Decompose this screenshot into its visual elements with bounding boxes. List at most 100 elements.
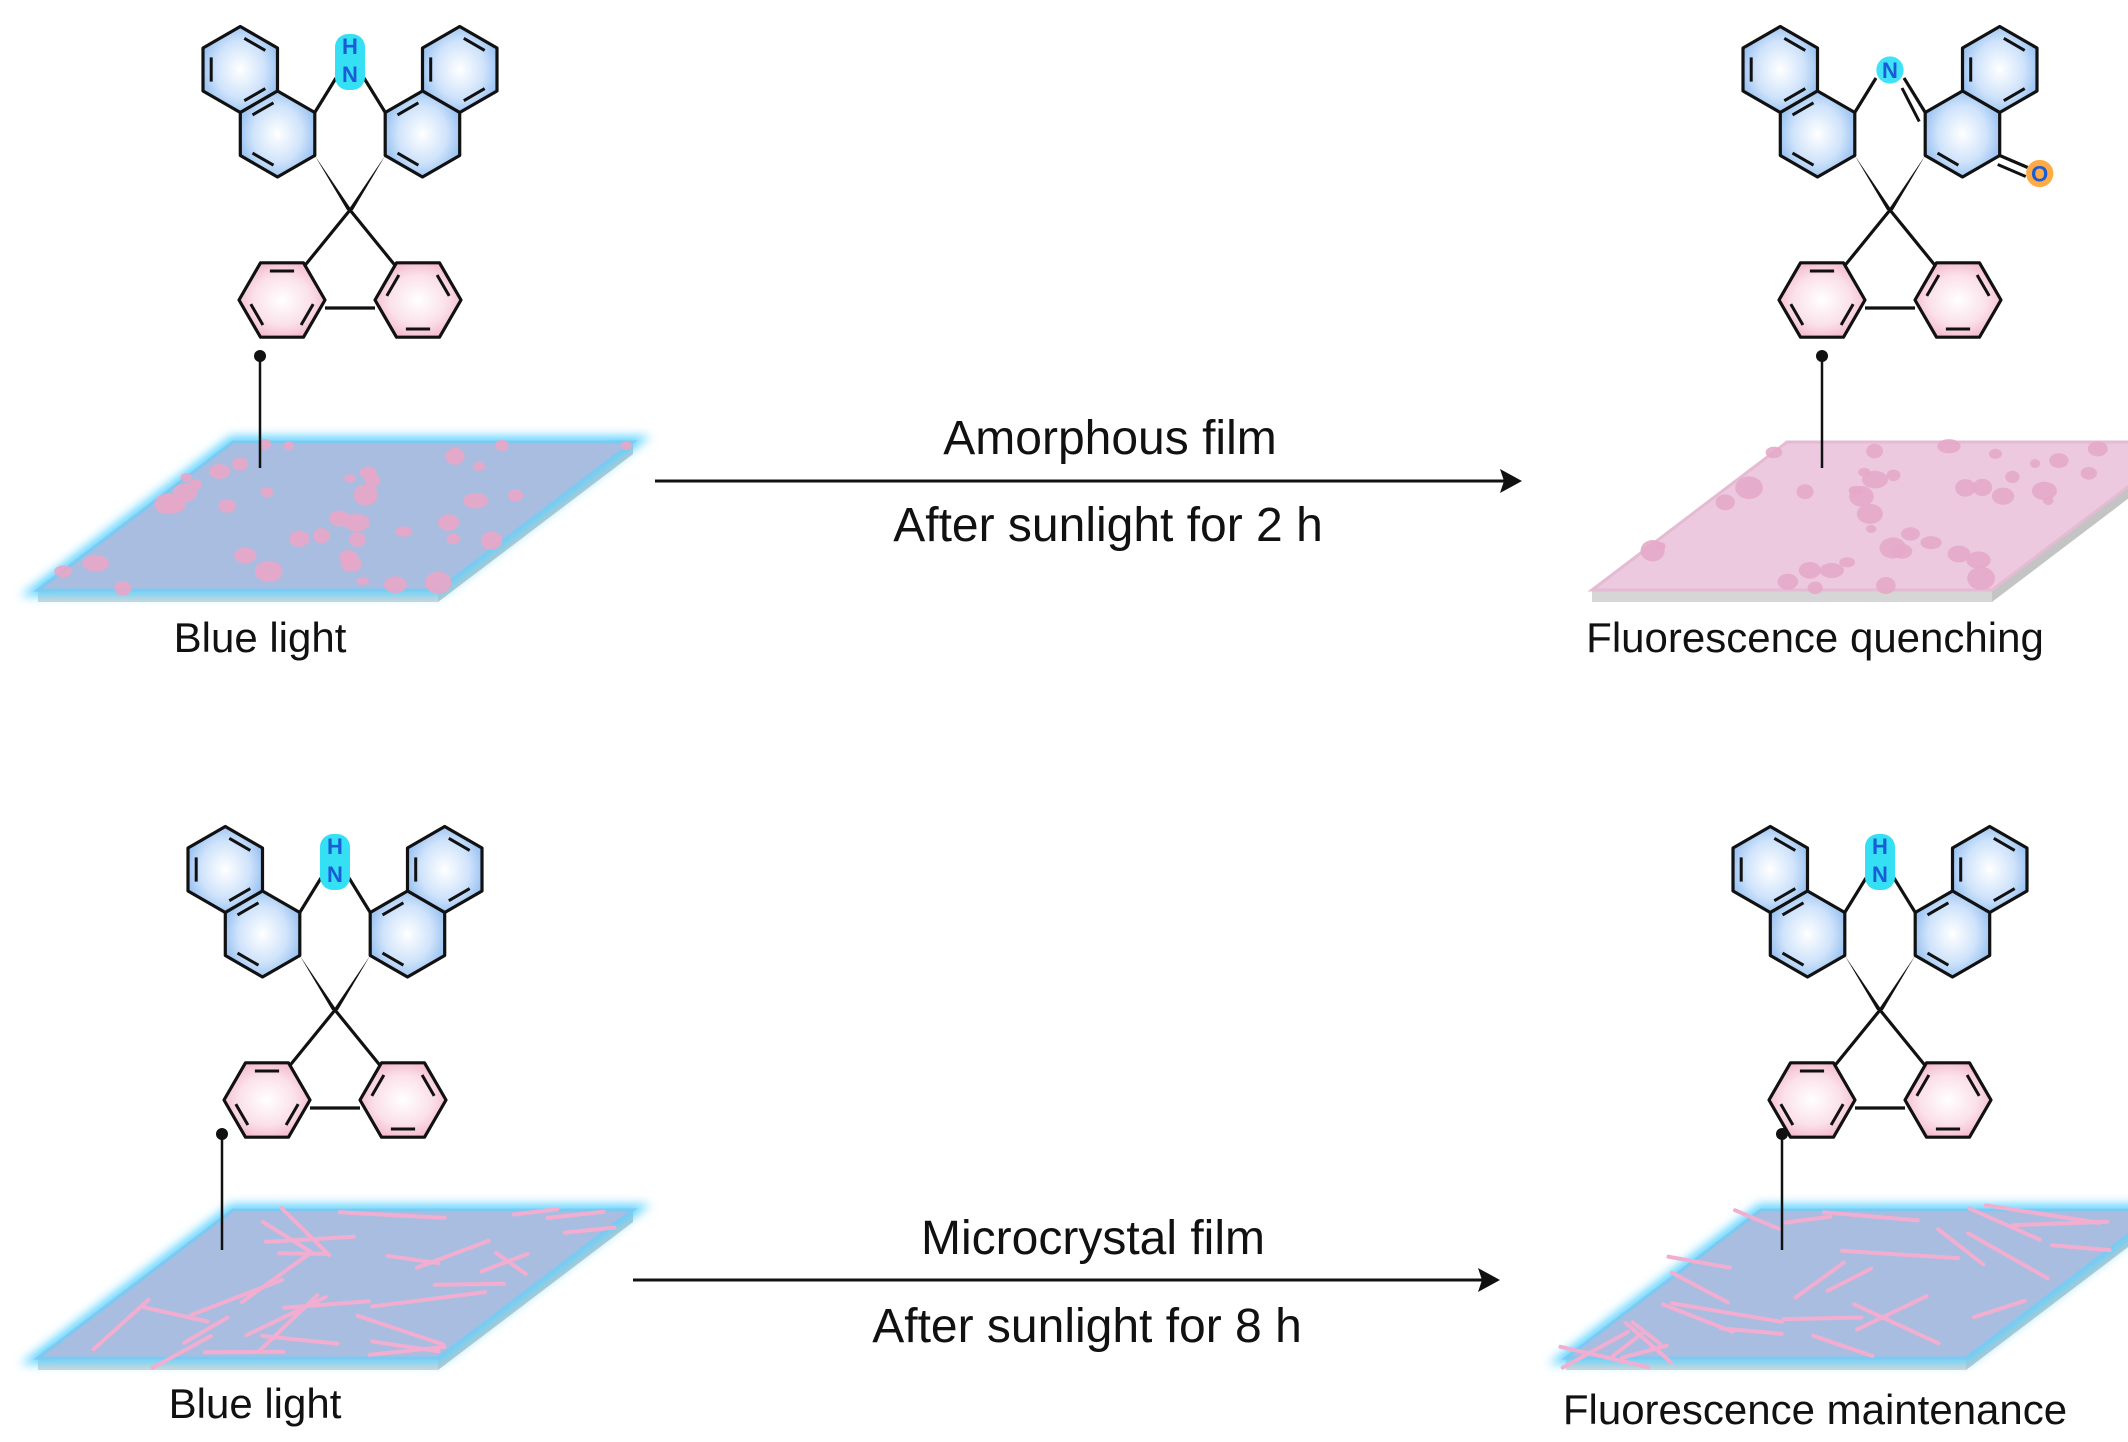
bond [1836, 1010, 1881, 1065]
particle [1967, 567, 1995, 590]
pin-dot [1816, 350, 1828, 362]
particle [1716, 494, 1735, 510]
nh-h-atom: H [327, 834, 343, 859]
wedge-bond [1877, 956, 1915, 1013]
molecule-bottom-right: HN [1733, 827, 2027, 1138]
particle [1989, 449, 2002, 459]
particle [1857, 504, 1883, 524]
particle [154, 494, 180, 515]
particle [425, 572, 452, 594]
bond [306, 210, 351, 265]
wedge-bond [347, 156, 385, 213]
particle [473, 462, 485, 471]
particle [1808, 582, 1823, 595]
particle [1880, 537, 1907, 558]
wedge-bond [1887, 156, 1925, 213]
molecule-top-right: NO [1743, 27, 2053, 338]
film-bottom-left [38, 1208, 633, 1370]
fluorene-ring [1769, 1063, 1855, 1137]
fluorene-ring [1779, 263, 1865, 337]
pin-dot [216, 1128, 228, 1140]
particle [2088, 441, 2108, 456]
bond [291, 1010, 336, 1065]
particle [218, 499, 236, 513]
nh-n-atom: N [1872, 862, 1888, 887]
wedge-bond [315, 156, 353, 213]
particle [2032, 482, 2057, 500]
fluorene-ring [375, 263, 461, 337]
nh-h-atom: H [1872, 834, 1888, 859]
particle [232, 457, 248, 471]
particle [1839, 557, 1855, 567]
particle [234, 548, 257, 564]
particle [354, 484, 378, 505]
wedge-bond [332, 956, 370, 1013]
bond [1846, 210, 1891, 265]
particle [261, 487, 274, 497]
particle [1641, 540, 1665, 561]
particle [2043, 496, 2053, 505]
bond [1855, 78, 1876, 113]
bond [1845, 878, 1866, 913]
particle [329, 511, 350, 527]
film-edge [1592, 590, 1992, 602]
particle [1820, 563, 1844, 578]
particle [54, 565, 72, 577]
imine-n-atom: N [1882, 58, 1898, 83]
particle [2081, 467, 2097, 480]
particle [83, 555, 110, 571]
particle [255, 561, 283, 582]
caption-bottom-right: Fluorescence maintenance [1563, 1386, 2067, 1433]
wedge-bond [1845, 956, 1883, 1013]
particle [284, 441, 294, 450]
particle [313, 528, 330, 543]
bond [1880, 1010, 1925, 1065]
bond [364, 78, 385, 113]
particle [1937, 439, 1960, 453]
film-bottom-right [1561, 1205, 2128, 1370]
nh-n-atom: N [342, 62, 358, 87]
particle [344, 474, 356, 482]
particle [1955, 479, 1976, 497]
particle [1992, 488, 2014, 505]
particle [1887, 470, 1901, 481]
particle [180, 473, 192, 481]
particle [384, 576, 407, 593]
reaction-arrow-top [655, 469, 1522, 493]
particle [445, 448, 464, 465]
particle [1778, 574, 1799, 590]
film-top-right [1592, 439, 2128, 602]
condition-label-top: After sunlight for 2 h [893, 499, 1323, 552]
particle [621, 441, 632, 450]
pin-dot [1776, 1128, 1788, 1140]
process-label-top: Amorphous film [943, 412, 1276, 465]
fluorene-ring [360, 1063, 446, 1137]
bond [300, 878, 321, 913]
particle [1849, 486, 1863, 495]
particle [508, 489, 523, 501]
particle [2049, 453, 2068, 468]
particle [1921, 536, 1942, 549]
condition-label-bottom: After sunlight for 8 h [872, 1300, 1302, 1353]
fluorene-ring [239, 263, 325, 337]
needle-crystal [279, 1253, 327, 1254]
particle [357, 577, 370, 585]
fluorene-ring [1905, 1063, 1991, 1137]
particle [396, 526, 413, 536]
particle [1973, 479, 1993, 496]
particle [495, 440, 508, 451]
film-top-left [38, 439, 633, 602]
particle [341, 556, 362, 572]
pin-dot [254, 350, 266, 362]
needle-crystal [435, 1284, 504, 1285]
particle [1797, 484, 1814, 499]
particle [209, 464, 230, 479]
particle [1766, 447, 1783, 459]
particle [463, 493, 488, 509]
caption-top-right: Fluorescence quenching [1586, 614, 2044, 661]
particle [446, 534, 460, 544]
bond [1894, 878, 1915, 913]
particle [481, 531, 503, 549]
caption-top-left: Blue light [174, 614, 347, 661]
